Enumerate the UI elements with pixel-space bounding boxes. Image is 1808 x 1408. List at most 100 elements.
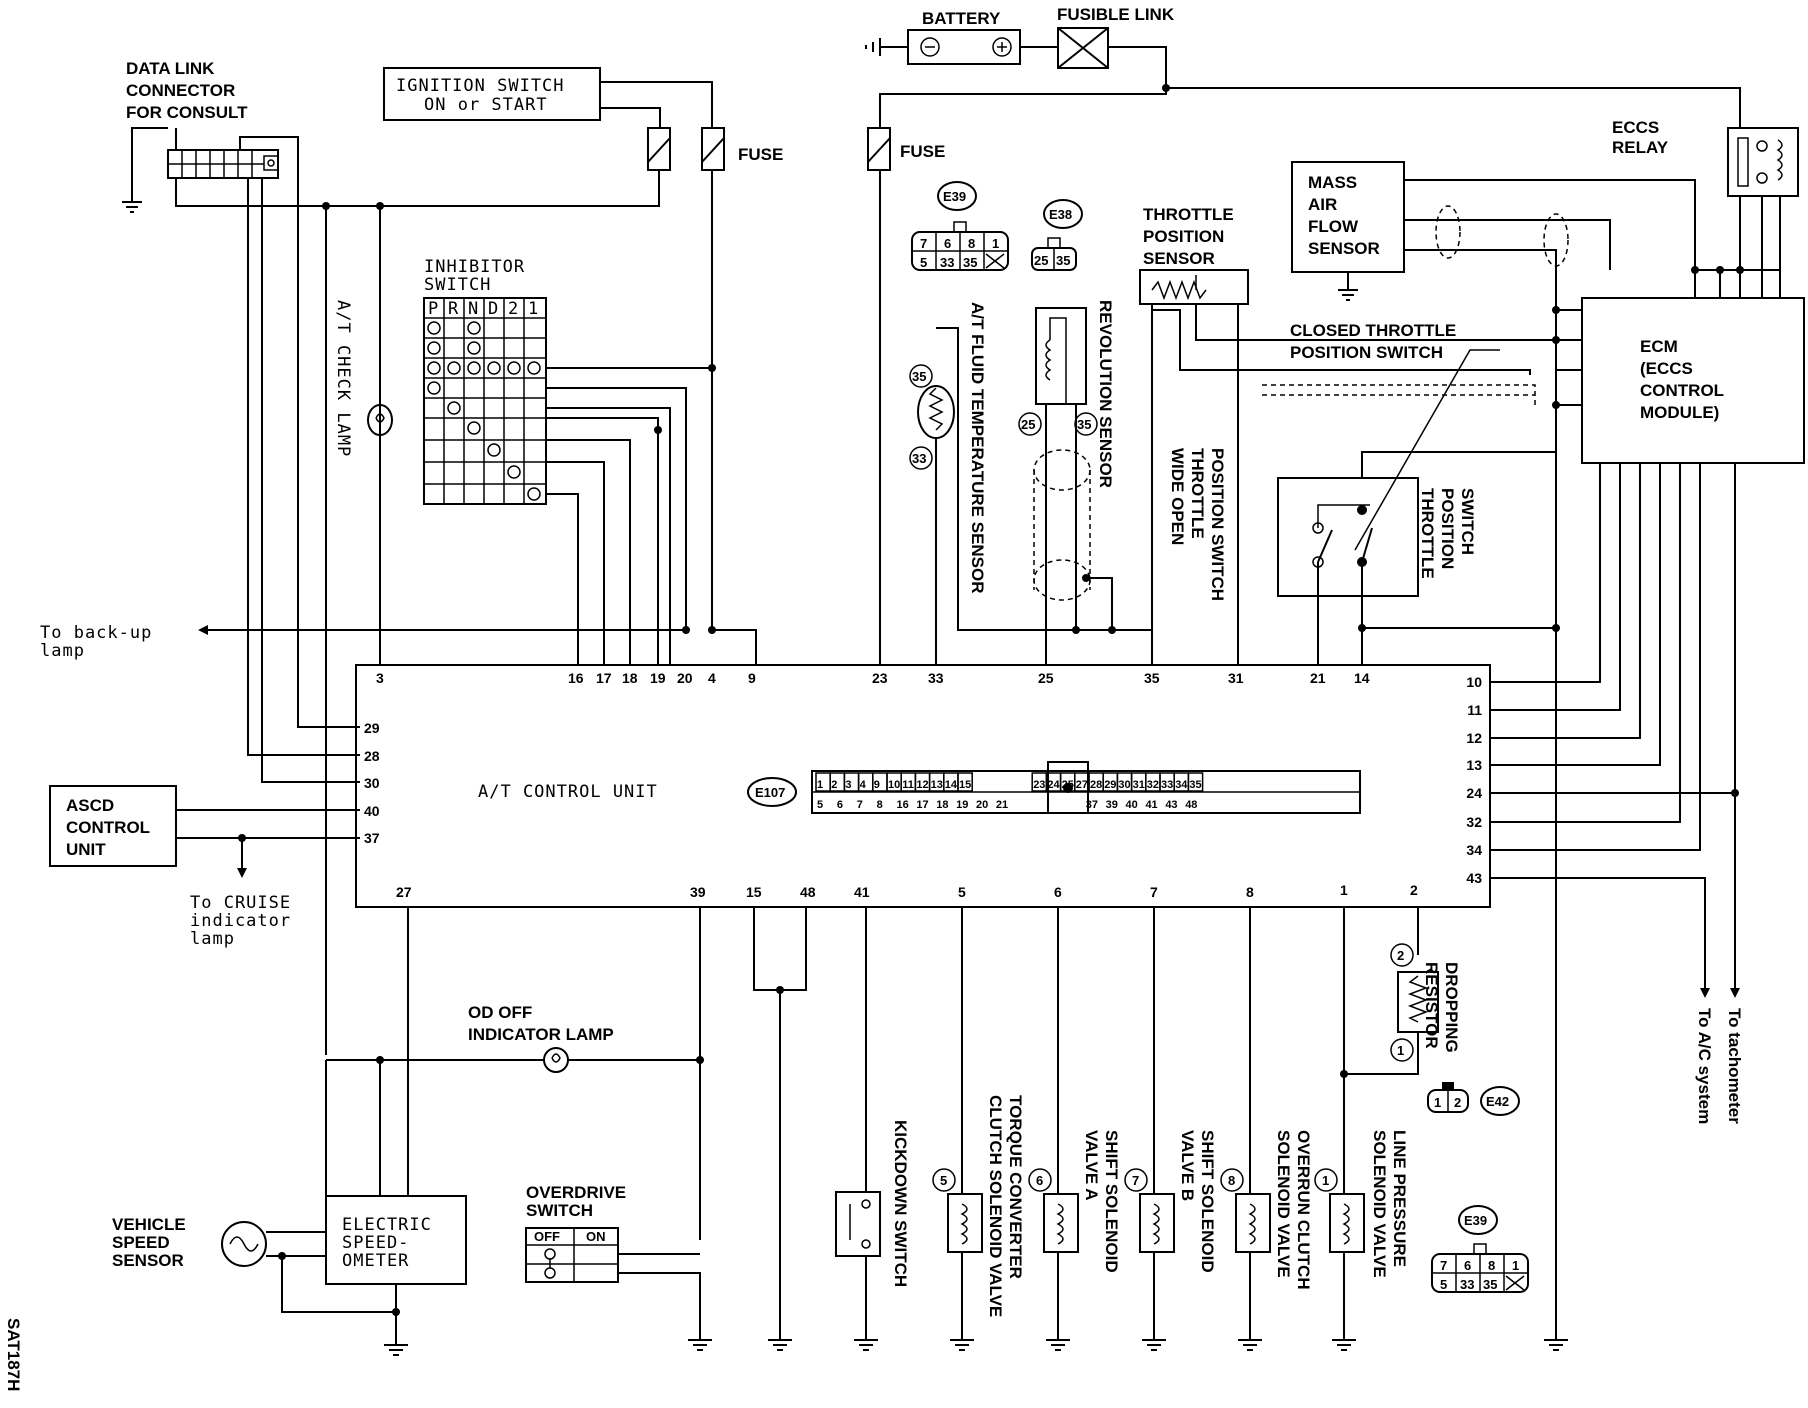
ecm-label-2: (ECCS	[1640, 359, 1693, 378]
e107-pin-label: 31	[1133, 779, 1145, 791]
tcu-pin-5: 5	[958, 884, 966, 900]
rev-pin-25: 25	[1021, 417, 1035, 432]
occ-label-1: OVERRUN CLUTCH	[1294, 1130, 1313, 1290]
overdrive-switch: OFF ON	[525, 1227, 712, 1351]
tcu-pin-19: 19	[650, 670, 666, 686]
ssa-label-1: SHIFT SOLENOID	[1102, 1130, 1121, 1273]
tcu-pin-20: 20	[677, 670, 693, 686]
at-check-lamp	[367, 404, 393, 436]
e107-pin-label: 11	[902, 779, 914, 791]
e107-pin-label: 10	[888, 779, 900, 791]
connector-e42: 1 2 E42	[1427, 1082, 1520, 1116]
vss-label-3: SENSOR	[112, 1251, 184, 1270]
solenoid-occ: 8	[1220, 907, 1271, 1351]
e39-top-tag: E39	[943, 189, 966, 204]
tcu-pin-9: 9	[748, 670, 756, 686]
tcu-pin-34: 34	[1466, 842, 1482, 858]
e39b-pin-1: 1	[1512, 1258, 1519, 1273]
e107-cell	[1187, 772, 1204, 792]
maf-sensor	[1291, 161, 1696, 1335]
e107-pin-label: 39	[1106, 799, 1118, 811]
kickdown-label: KICKDOWN SWITCH	[891, 1120, 910, 1287]
od-off-label-2: INDICATOR LAMP	[468, 1025, 614, 1044]
e39-pin-1: 1	[992, 236, 999, 251]
ssb-label-2: VALVE B	[1178, 1130, 1197, 1201]
at-check-lamp-label: A/T CHECK LAMP	[333, 300, 353, 457]
solenoid-ssa: 6	[1028, 907, 1079, 1351]
tachometer-label: To tachometer	[1725, 1008, 1744, 1124]
maf-label-1: MASS	[1308, 173, 1357, 192]
occ-label-2: SOLENOID VALVE	[1274, 1130, 1293, 1278]
tcu-pin-31: 31	[1228, 670, 1244, 686]
tcu-pin-33: 33	[928, 670, 944, 686]
solenoid-pin-label: 1	[1322, 1173, 1329, 1188]
e39-pin-6: 6	[944, 236, 951, 251]
lp-label-2: SOLENOID VALVE	[1370, 1130, 1389, 1278]
solenoid-pin-label: 6	[1036, 1173, 1043, 1188]
e107-pin-label: 30	[1118, 779, 1130, 791]
inhib-pos-r: R	[448, 299, 459, 319]
ascd-label-2: CONTROL	[66, 818, 150, 837]
od-switch-label-1: OVERDRIVE	[526, 1183, 626, 1202]
solenoid-lp: 1	[1314, 907, 1365, 1351]
speedo-label-1: ELECTRIC	[342, 1215, 432, 1235]
tps-switch-label-1: THROTTLE	[1418, 488, 1437, 579]
tcu-pin-11: 11	[1467, 702, 1482, 718]
inhib-pos-2: 2	[508, 299, 519, 319]
tps-label-3: SENSOR	[1143, 249, 1215, 268]
tcu-pin-23: 23	[872, 670, 888, 686]
tcu-pin-18: 18	[622, 670, 638, 686]
e107-pin-label: 3	[845, 779, 851, 791]
e107-pin-label: 32	[1147, 779, 1159, 791]
ignition-switch	[383, 67, 713, 128]
tcu-pin-3: 3	[376, 670, 384, 686]
solenoid-pin-label: 5	[940, 1173, 947, 1188]
ctps-label-2: POSITION SWITCH	[1290, 343, 1443, 362]
e107-pin-label: 18	[936, 799, 948, 811]
e107-pin-label: 34	[1175, 779, 1188, 791]
e107-pin-label: 35	[1189, 779, 1201, 791]
vss-label-2: SPEED	[112, 1233, 170, 1252]
tcu-pin-10: 10	[1466, 674, 1482, 690]
e107-pin-label: 27	[1076, 779, 1088, 791]
backup-label-1: To back-up	[40, 623, 152, 643]
tcu-pin-29: 29	[364, 720, 380, 736]
fluid-pin-35: 35	[912, 369, 926, 384]
data-link-label-1: DATA LINK	[126, 59, 215, 78]
e107-pin-label: 12	[916, 779, 928, 791]
tcu-pin-21: 21	[1310, 670, 1326, 686]
e39-bottom-tag: E39	[1464, 1213, 1487, 1228]
ecm-label-3: CONTROL	[1640, 381, 1724, 400]
tcu-pin-48: 48	[800, 884, 816, 900]
lp-label-1: LINE PRESSURE	[1390, 1130, 1409, 1267]
ssb-label-1: SHIFT SOLENOID	[1198, 1130, 1217, 1273]
tcu-pin-16: 16	[568, 670, 584, 686]
cruise-label-3: lamp	[190, 929, 235, 949]
tcu-pin-28: 28	[364, 748, 380, 764]
tcu-pin-32: 32	[1466, 814, 1482, 830]
e39b-pin-8: 8	[1488, 1258, 1495, 1273]
od-off-label-1: OD OFF	[468, 1003, 532, 1022]
ignition-label-1: IGNITION SWITCH	[396, 76, 565, 96]
inhibitor-switch	[423, 297, 547, 505]
ssa-label-2: VALVE A	[1082, 1130, 1101, 1201]
fluid-temperature-sensor: 35 33	[909, 327, 1152, 665]
e107-pin-label: 23	[1033, 779, 1045, 791]
e107-pin-label: 9	[874, 779, 880, 791]
tcu-pin-6: 6	[1054, 884, 1062, 900]
e39-pin-33: 33	[940, 255, 954, 270]
revolution-sensor: 25 35	[1018, 307, 1116, 665]
ignition-label-2: ON or START	[424, 95, 548, 115]
e107-pin-label: 24	[1047, 779, 1060, 791]
e39b-pin-35: 35	[1483, 1277, 1497, 1292]
wot-label-3: POSITION SWITCH	[1208, 448, 1227, 601]
e39-pin-35: 35	[963, 255, 977, 270]
e107-pin-label: 41	[1145, 799, 1157, 811]
fluid-temp-label: A/T FLUID TEMPERATURE SENSOR	[968, 302, 987, 594]
e107-tag: E107	[755, 785, 785, 800]
at-control-unit	[355, 664, 1491, 908]
solenoid-pin-label: 7	[1132, 1173, 1139, 1188]
tcu-pin-14: 14	[1354, 670, 1370, 686]
e39b-pin-33: 33	[1460, 1277, 1474, 1292]
e107-pin-label: 21	[996, 799, 1008, 811]
